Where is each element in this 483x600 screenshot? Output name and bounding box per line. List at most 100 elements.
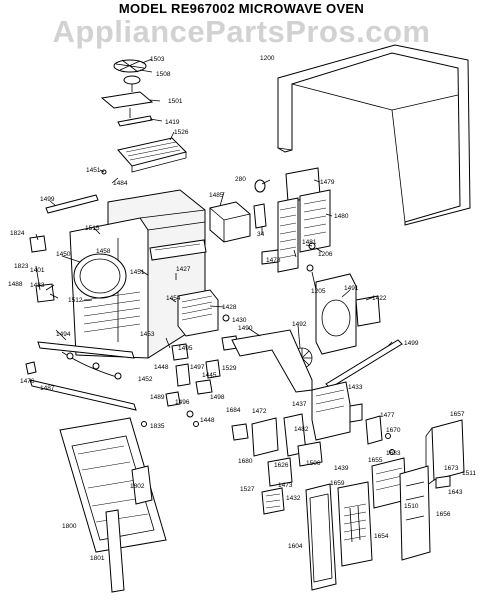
part-label: 1450 <box>56 251 71 258</box>
part-label: 1445 <box>202 372 217 379</box>
part-label: 1643 <box>448 489 463 496</box>
part-label: 1501 <box>168 98 183 105</box>
leader-lines <box>35 58 393 349</box>
part-label: 1205 <box>311 288 326 295</box>
part-label: 1683 <box>386 450 401 457</box>
part-label: 1499 <box>40 196 55 203</box>
part-label: 1437 <box>292 401 307 408</box>
part-label: 1626 <box>274 462 289 469</box>
part-label: 1476 <box>20 378 35 385</box>
part-label: 1492 <box>292 321 307 328</box>
part-label: 1448 <box>200 417 215 424</box>
part-label: 1433 <box>348 384 363 391</box>
part-label: 1657 <box>450 411 465 418</box>
part-label: 1451 <box>130 269 145 276</box>
part-label: 1499 <box>404 340 419 347</box>
part-label: 1495 <box>178 345 193 352</box>
part-label: 1439 <box>334 465 349 472</box>
stirrer-assembly-part <box>100 59 154 127</box>
part-label: 1655 <box>368 457 383 464</box>
part-label: 1835 <box>150 423 165 430</box>
part-label: 1656 <box>436 511 451 518</box>
part-label: 1487 <box>40 385 55 392</box>
part-label: 1503 <box>150 56 165 63</box>
part-label: 1670 <box>386 427 401 434</box>
part-label: 1448 <box>154 364 169 371</box>
part-label: 1479 <box>320 179 335 186</box>
part-label: 1510 <box>404 503 419 510</box>
part-label: 1419 <box>165 119 180 126</box>
control-panel-front-part <box>305 483 337 591</box>
part-label: 1680 <box>238 458 253 465</box>
part-label: 1422 <box>372 295 387 302</box>
outer-cabinet-part <box>277 44 471 226</box>
control-board-part <box>371 457 431 561</box>
part-label: 1453 <box>140 331 155 338</box>
part-label: 1498 <box>210 394 225 401</box>
part-label: 1802 <box>130 483 145 490</box>
part-label: 1432 <box>286 495 301 502</box>
diagram-title: MODEL RE967002 MICROWAVE OVEN <box>118 1 365 16</box>
magnetron-part <box>177 289 230 337</box>
part-label: 1673 <box>444 465 459 472</box>
control-panel-frame-part <box>365 415 465 489</box>
part-label: 1527 <box>240 486 255 493</box>
part-label: 1483 <box>30 282 45 289</box>
part-label: 1478 <box>266 257 281 264</box>
part-label: 1684 <box>226 407 241 414</box>
part-label: 1526 <box>174 129 189 136</box>
door-handle-part <box>105 509 125 593</box>
part-label: 1428 <box>222 304 237 311</box>
part-labels: 1503 1508 1501 1419 1526 1451 1484 1200 … <box>8 55 476 562</box>
part-label: 280 <box>235 176 246 183</box>
part-label: 1488 <box>8 281 23 288</box>
back-panel-part <box>277 167 331 273</box>
part-label: 1477 <box>380 412 395 419</box>
side-brackets-part <box>29 194 99 303</box>
part-label: 1490 <box>238 325 253 332</box>
part-label: 1454 <box>166 295 181 302</box>
part-label: 1452 <box>138 376 153 383</box>
waveguide-cover-part <box>101 137 187 175</box>
part-label: 1823 <box>14 263 29 270</box>
part-label: 1484 <box>113 180 128 187</box>
small-component-part <box>261 487 285 515</box>
part-label: 34 <box>257 231 265 238</box>
part-label: 1497 <box>190 364 205 371</box>
part-label: 1512 <box>68 297 83 304</box>
bottom-strips-part <box>25 341 137 411</box>
part-label: 1511 <box>462 470 476 477</box>
part-label: 1515 <box>85 225 100 232</box>
part-label: 1458 <box>96 248 111 255</box>
part-label: 1482 <box>294 426 309 433</box>
part-label: 1401 <box>30 267 45 274</box>
part-label: 1200 <box>260 55 275 62</box>
part-label: 1430 <box>232 317 247 324</box>
part-label: 1659 <box>330 480 345 487</box>
control-mechanism-part <box>231 381 363 487</box>
part-label: 1801 <box>90 555 105 562</box>
support-bracket-part <box>231 329 313 393</box>
part-label: 1489 <box>150 394 165 401</box>
fan-shroud-part <box>209 201 251 243</box>
part-label: 1496 <box>175 399 190 406</box>
part-label: 1506 <box>306 460 321 467</box>
part-label: 1529 <box>222 365 237 372</box>
part-label: 1491 <box>344 285 359 292</box>
part-label: 1480 <box>334 213 349 220</box>
watermark-text: AppliancePartsPros.com <box>52 14 431 49</box>
part-label: 1427 <box>176 266 191 273</box>
part-label: 1654 <box>374 533 389 540</box>
part-label: 1481 <box>302 239 317 246</box>
part-label: 1604 <box>288 543 303 550</box>
part-label: 1472 <box>252 408 267 415</box>
part-label: 1824 <box>10 230 25 237</box>
part-label: 1800 <box>62 523 77 530</box>
keypad-part <box>337 481 373 567</box>
part-label: 1508 <box>156 71 171 78</box>
part-label: 1451 <box>86 167 101 174</box>
door-part <box>59 417 167 553</box>
part-label: 1473 <box>278 482 293 489</box>
lamp-part <box>253 179 316 272</box>
